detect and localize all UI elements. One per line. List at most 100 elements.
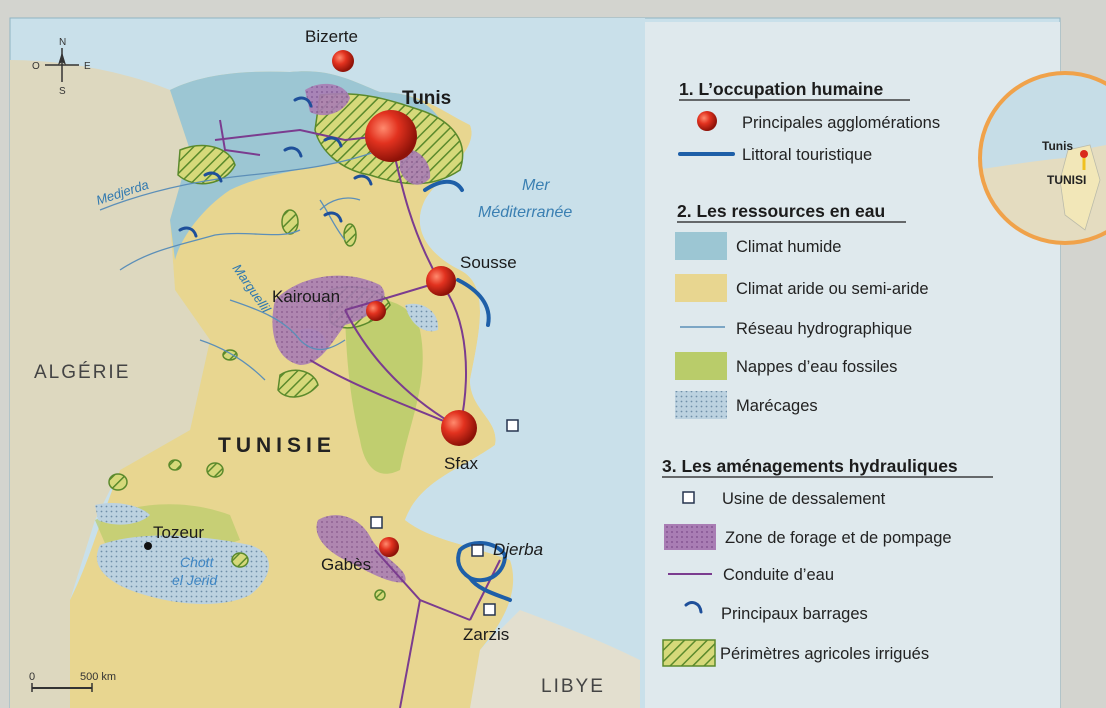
- label-sousse: Sousse: [460, 253, 517, 272]
- algeria-land: [10, 60, 210, 708]
- dam-3: [283, 146, 303, 158]
- label-libya: LIBYE: [541, 676, 605, 697]
- compass-west: O: [32, 61, 40, 72]
- legend-section1-title: 1. L’occupation humaine: [679, 79, 883, 99]
- dams: [178, 96, 373, 238]
- river-network: [99, 149, 381, 381]
- city-tozeur-dot: [144, 542, 152, 550]
- marsh-small-1: [95, 503, 150, 525]
- pipe-south: [399, 599, 421, 708]
- scale-zero: 0: [29, 671, 35, 683]
- arid-swatch-icon: [675, 274, 727, 302]
- legend-item-hydro-network: Réseau hydrographique: [736, 320, 912, 338]
- irrigated-perimeter-oval-2: [281, 209, 299, 235]
- humid-swatch-icon: [675, 232, 727, 260]
- irrigated-perimeter-medjerda: [177, 144, 236, 185]
- label-tunisia: TUNISIE: [218, 434, 336, 457]
- legend-item-pumping: Zone de forage et de pompage: [725, 529, 952, 547]
- river-medjerda: [99, 149, 381, 211]
- libya-land: [470, 610, 640, 708]
- marsh-small-2: [405, 303, 439, 332]
- dam-1: [178, 226, 198, 238]
- pumping-zone-bizerte: [305, 83, 350, 116]
- desal-gabes: [370, 516, 383, 529]
- city-kairouan-dot: [366, 301, 386, 321]
- label-bizerte: Bizerte: [305, 27, 358, 46]
- inset-label-tunis: Tunis: [1042, 139, 1073, 153]
- legend-item-desalination: Usine de dessalement: [722, 490, 886, 508]
- legend-item-agglomerations: Principales agglomérations: [742, 114, 940, 132]
- dam-6: [353, 174, 373, 186]
- hatch-swatch-icon: [662, 639, 716, 667]
- square-icon: [682, 491, 695, 504]
- legend-item-pipe: Conduite d’eau: [723, 566, 834, 584]
- dam-2: [203, 171, 223, 183]
- legend-section3-title: 3. Les aménagements hydrauliques: [662, 456, 958, 476]
- city-tunis-dot: [365, 110, 417, 162]
- compass-east: E: [84, 61, 91, 72]
- pumping-zone-kairouan: [272, 275, 385, 365]
- dam-7: [323, 136, 343, 148]
- legend-section2-title: 2. Les ressources en eau: [677, 201, 885, 221]
- irrigated-perimeter-oval-9: [374, 589, 386, 601]
- tourist-coast-sousse: [456, 278, 491, 327]
- city-sfax-dot: [441, 410, 477, 446]
- pipe-kairouan-sfax: [344, 309, 461, 429]
- label-kairouan: Kairouan: [272, 287, 340, 306]
- legend-item-arid: Climat aride ou semi-aride: [736, 280, 929, 298]
- desal-sfax: [506, 419, 519, 432]
- label-djerba: Djerba: [493, 540, 543, 559]
- dam-arc-icon: [684, 601, 703, 614]
- desal-djerba: [471, 544, 484, 557]
- label-zarzis: Zarzis: [463, 625, 509, 644]
- legend-item-irrigated: Périmètres agricoles irrigués: [720, 645, 929, 663]
- mediterranean-sea: [380, 18, 1060, 708]
- city-bizerte-dot: [332, 50, 354, 72]
- legend-item-dams: Principaux barrages: [721, 605, 868, 623]
- compass-rose: N S E O: [32, 37, 91, 97]
- label-tunis: Tunis: [402, 88, 451, 109]
- irrigated-perimeter-oval-8: [222, 349, 238, 361]
- river-small-2: [319, 199, 346, 241]
- legend: 1. L’occupation humaine Principales aggl…: [662, 79, 993, 667]
- pumping-zone-gabes: [316, 515, 406, 583]
- label-chott-line1: Chott: [180, 554, 215, 570]
- label-sfax: Sfax: [444, 454, 479, 473]
- compass-south: S: [59, 86, 66, 97]
- label-tozeur: Tozeur: [153, 523, 204, 542]
- scale-bar: 0 500 km: [29, 671, 116, 692]
- label-sea-line2: Méditerranée: [478, 204, 572, 221]
- tourist-coast-hammamet: [423, 179, 464, 192]
- river-west-trib: [199, 339, 266, 381]
- label-gabes: Gabès: [321, 555, 371, 574]
- pumping-zone-tunis: [400, 149, 431, 185]
- dam-4: [293, 96, 313, 108]
- label-algeria: ALGÉRIE: [34, 362, 130, 383]
- irrigated-perimeter-oval-7: [231, 552, 249, 568]
- pipe-sousse-kairouan: [344, 281, 441, 311]
- irrigated-perimeter-oval-5: [168, 459, 182, 471]
- legend-item-aquifer: Nappes d’eau fossiles: [736, 358, 897, 376]
- city-gabes-dot: [379, 537, 399, 557]
- irrigated-perimeter-oval-4: [206, 462, 224, 478]
- legend-item-humid: Climat humide: [736, 238, 841, 256]
- river-north-trib: [119, 229, 301, 271]
- river-small-1: [319, 197, 361, 211]
- river-marguellil: [229, 299, 346, 351]
- label-chott-line2: el Jerid: [172, 572, 218, 588]
- compass-north: N: [59, 37, 66, 48]
- legend-item-marsh: Marécages: [736, 397, 818, 415]
- desal-zarzis: [483, 603, 496, 616]
- inset-label-tunisia: TUNISI: [1047, 173, 1086, 187]
- desalination-plants: [370, 419, 519, 616]
- pipe-north-2: [219, 119, 261, 156]
- scale-distance: 500 km: [80, 671, 116, 683]
- red-dot-icon: [697, 111, 717, 131]
- aquifer-swatch-icon: [675, 352, 727, 380]
- irrigated-perimeter-oval-6: [108, 473, 128, 491]
- label-sea-line1: Mer: [522, 177, 550, 194]
- dam-5: [323, 211, 343, 223]
- tourist-coast: [423, 179, 512, 602]
- city-sousse-dot: [426, 266, 456, 296]
